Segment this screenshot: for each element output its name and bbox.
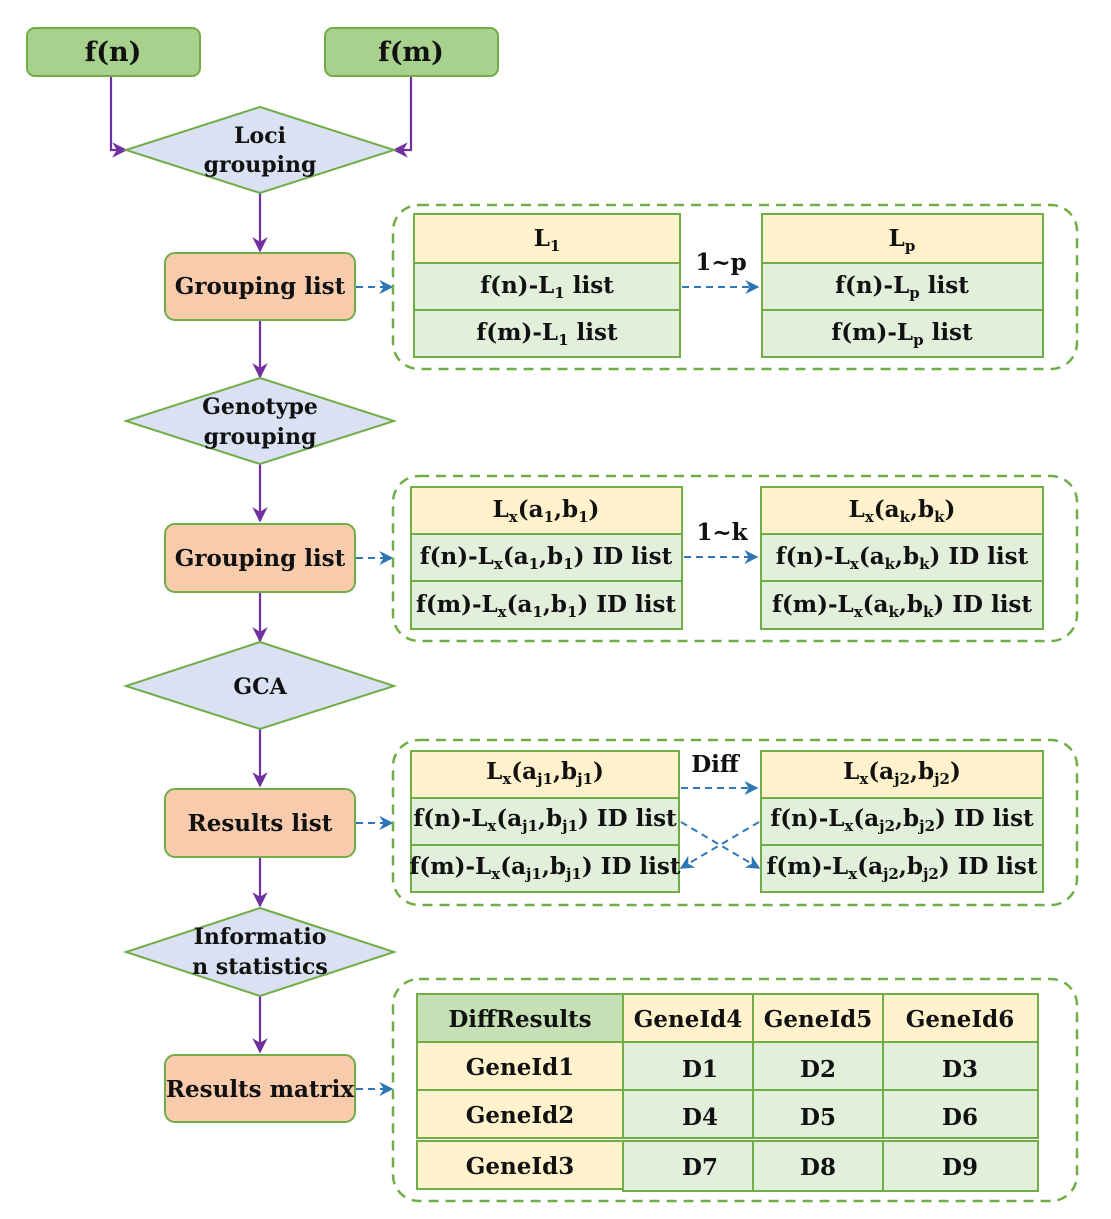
group1-right-table: Lp f(n)-Lp list f(m)-Lp list: [761, 213, 1044, 358]
g1-connector-label: 1~p: [695, 249, 746, 276]
diamond-genotype-grouping: Genotype grouping: [122, 376, 398, 466]
g2-right-row2: f(m)-Lx(ak,bk) ID list: [772, 591, 1032, 621]
g3-connector-label: Diff: [691, 751, 741, 778]
input-fn-label: f(n): [85, 37, 142, 68]
diamond-information-statistics: Informatio n statistics: [122, 906, 398, 998]
grouping-list-2-label: Grouping list: [175, 545, 346, 572]
g1-left-header: L1: [534, 225, 561, 255]
group2-right-table: Lx(ak,bk) f(n)-Lx(ak,bk) ID list f(m)-Lx…: [760, 486, 1044, 630]
group3-border: [391, 738, 1079, 907]
g2-left-row2: f(m)-Lx(a1,b1) ID list: [416, 591, 676, 621]
group2-left-table: Lx(a1,b1) f(n)-Lx(a1,b1) ID list f(m)-Lx…: [410, 486, 683, 630]
g2-right-row1: f(n)-Lx(ak,bk) ID list: [776, 543, 1029, 573]
g1-left-row1: f(n)-L1 list: [480, 272, 614, 302]
genotype-line2: grouping: [204, 424, 317, 450]
diamond-loci-grouping: Loci grouping: [122, 105, 398, 195]
input-fm-label: f(m): [378, 37, 444, 68]
g2-right-header: Lx(ak,bk): [849, 496, 956, 526]
genotype-line1: Genotype: [202, 394, 318, 420]
group4-border: [391, 977, 1079, 1203]
info-line1: Informatio: [194, 924, 327, 950]
matrix-row-label: GeneId1: [466, 1054, 574, 1081]
g2-connector-label: 1~k: [696, 519, 748, 546]
group2-border: [391, 474, 1079, 643]
box-grouping-list-2: Grouping list: [164, 523, 356, 593]
g1-left-row2: f(m)-L1 list: [476, 319, 618, 349]
loci-line2: grouping: [204, 152, 317, 178]
group3-left-table: Lx(aj1,bj1) f(n)-Lx(aj1,bj1) ID list f(m…: [410, 750, 681, 893]
results-list-label: Results list: [188, 810, 333, 837]
g3-left-header: Lx(aj1,bj1): [486, 758, 604, 788]
g3-left-row2: f(m)-Lx(aj1,bj1) ID list: [410, 853, 681, 883]
matrix-cell: D7: [682, 1154, 718, 1181]
matrix-cell: D5: [800, 1104, 836, 1131]
arrow-fm-to-loci: [392, 76, 413, 158]
g3-right-row2: f(m)-Lx(aj2,bj2) ID list: [767, 853, 1038, 883]
g1-right-row1: f(n)-Lp list: [835, 272, 969, 302]
diamond-gca: GCA: [122, 640, 398, 731]
grouping-list-1-label: Grouping list: [175, 273, 346, 300]
matrix-row-label: GeneId2: [466, 1102, 574, 1129]
g3-right-row1: f(n)-Lx(aj2,bj2) ID list: [770, 805, 1034, 835]
results-matrix-table: DiffResults GeneId4 GeneId5 GeneId6 Gene…: [416, 993, 1039, 1192]
g3-dash-arrows: [679, 781, 761, 869]
matrix-corner: DiffResults: [448, 1006, 591, 1033]
input-fn: f(n): [26, 27, 201, 77]
matrix-cell: D4: [682, 1104, 718, 1131]
group-borders: [391, 203, 1079, 1203]
matrix-col-header: GeneId6: [906, 1006, 1014, 1033]
input-fm: f(m): [324, 27, 499, 77]
group3-right-table: Lx(aj2,bj2) f(n)-Lx(aj2,bj2) ID list f(m…: [760, 750, 1044, 893]
matrix-cell: D6: [942, 1104, 978, 1131]
g3-left-row1: f(n)-Lx(aj1,bj1) ID list: [413, 805, 677, 835]
matrix-cell: D3: [942, 1056, 978, 1083]
loci-line1: Loci: [234, 123, 286, 149]
group1-left-table: L1 f(n)-L1 list f(m)-L1 list: [413, 213, 681, 358]
g1-right-row2: f(m)-Lp list: [831, 319, 973, 349]
matrix-cell: D1: [682, 1056, 718, 1083]
box-results-list: Results list: [164, 788, 356, 858]
g2-left-header: Lx(a1,b1): [493, 496, 600, 526]
g3-cross-arrow-down: [680, 821, 761, 869]
arrow-fn-to-loci: [109, 76, 128, 158]
g3-right-header: Lx(aj2,bj2): [843, 758, 961, 788]
results-matrix-label: Results matrix: [166, 1076, 354, 1103]
matrix-cell: D8: [800, 1154, 836, 1181]
matrix-row-label: GeneId3: [466, 1153, 574, 1180]
g1-right-header: Lp: [889, 225, 916, 255]
group1-border: [391, 203, 1079, 371]
matrix-col-header: GeneId5: [764, 1006, 872, 1033]
flow-arrows: [109, 76, 413, 1054]
box-grouping-list-1: Grouping list: [164, 252, 356, 321]
gca-label: GCA: [233, 674, 287, 700]
g2-left-row1: f(n)-Lx(a1,b1) ID list: [420, 543, 673, 573]
box-results-matrix: Results matrix: [164, 1054, 356, 1123]
matrix-col-header: GeneId4: [634, 1006, 742, 1033]
info-line2: n statistics: [192, 954, 328, 980]
g3-cross-arrow-up: [679, 821, 760, 869]
box-to-group-connectors: [356, 280, 394, 1096]
matrix-cell: D2: [800, 1056, 836, 1083]
matrix-cell: D9: [942, 1154, 978, 1181]
